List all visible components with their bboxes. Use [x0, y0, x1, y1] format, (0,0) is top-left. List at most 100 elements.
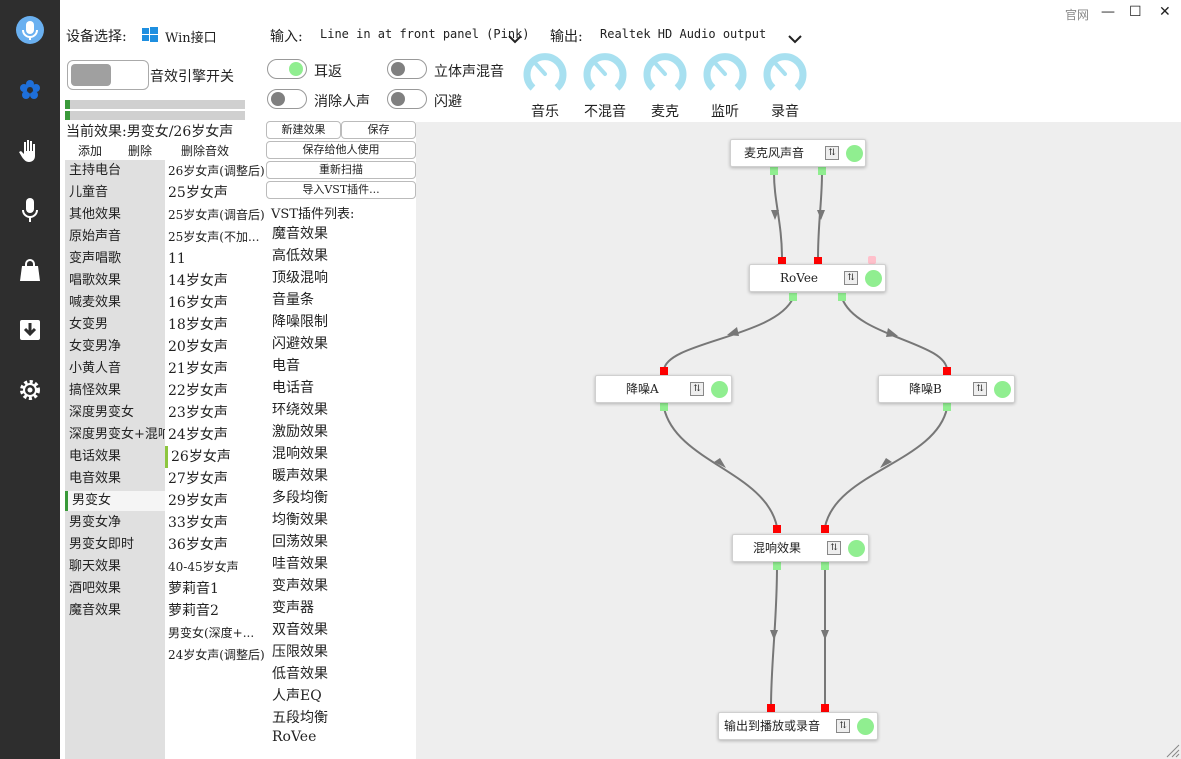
preset-item[interactable]: 25岁女声(调音后) — [168, 208, 265, 222]
preset-item[interactable]: 21岁女声 — [168, 361, 228, 377]
pin-rovee-in-3[interactable] — [868, 256, 876, 264]
preset-item[interactable]: 29岁女声 — [168, 493, 228, 509]
pin-reverb-out-2[interactable] — [821, 562, 829, 570]
node-enabled-indicator[interactable] — [848, 540, 865, 557]
vst-plugin-item[interactable]: 闪避效果 — [272, 336, 328, 352]
volume-knob-1[interactable] — [581, 50, 629, 98]
node-settings-icon[interactable]: ⇅ — [690, 382, 704, 396]
preset-item[interactable]: 22岁女声 — [168, 383, 228, 399]
vst-plugin-item[interactable]: 顶级混响 — [272, 270, 328, 286]
pin-reverb-out-1[interactable] — [773, 562, 781, 570]
category-item[interactable]: 魔音效果 — [65, 601, 165, 621]
vst-plugin-item[interactable]: 人声EQ — [272, 688, 322, 704]
vst-plugin-item[interactable]: 哇音效果 — [272, 556, 328, 572]
category-item[interactable]: 深度男变女 — [65, 403, 165, 423]
category-item[interactable]: 男变女净 — [65, 513, 165, 533]
rescan-button[interactable]: 重新扫描 — [266, 161, 416, 179]
bag-icon[interactable] — [15, 255, 45, 285]
vst-plugin-item[interactable]: 压限效果 — [272, 644, 328, 660]
preset-item[interactable]: 40-45岁女声 — [168, 560, 239, 574]
pin-nra-out[interactable] — [660, 403, 668, 411]
import-vst-button[interactable]: 导入VST插件... — [266, 181, 416, 199]
preset-item[interactable]: 18岁女声 — [168, 317, 228, 333]
node-settings-icon[interactable]: ⇅ — [844, 271, 858, 285]
vst-plugin-item[interactable]: 变声器 — [272, 600, 314, 616]
preset-item[interactable]: 11 — [168, 251, 186, 267]
vst-plugin-item[interactable]: RoVee — [272, 729, 317, 745]
vst-plugin-item[interactable]: 低音效果 — [272, 666, 328, 682]
node-enabled-indicator[interactable] — [711, 381, 728, 398]
category-item[interactable]: 酒吧效果 — [65, 579, 165, 599]
preset-item[interactable]: 20岁女声 — [168, 339, 228, 355]
flower-icon[interactable] — [15, 75, 45, 105]
chevron-down-icon[interactable] — [508, 29, 522, 48]
node-noise-reduction-b[interactable]: 降噪B ⇅ — [878, 375, 1015, 403]
category-item[interactable]: 原始声音 — [65, 227, 165, 247]
category-item[interactable]: 聊天效果 — [65, 557, 165, 577]
official-site-link[interactable]: 官网 — [1065, 8, 1090, 22]
hand-icon[interactable] — [15, 135, 45, 165]
node-mic[interactable]: 麦克风声音 ⇅ — [730, 139, 866, 167]
resize-grip-icon[interactable] — [1164, 742, 1180, 758]
volume-knob-2[interactable] — [641, 50, 689, 98]
mic-icon[interactable] — [15, 195, 45, 225]
driver-select[interactable]: Win接口 — [165, 31, 217, 46]
close-button[interactable]: ✕ — [1159, 4, 1171, 20]
pin-out-in-1[interactable] — [767, 704, 775, 712]
preset-item[interactable]: 36岁女声 — [168, 537, 228, 553]
node-enabled-indicator[interactable] — [865, 270, 882, 287]
maximize-button[interactable]: ☐ — [1129, 4, 1142, 20]
vst-plugin-item[interactable]: 电音 — [272, 358, 300, 374]
volume-knob-3[interactable] — [701, 50, 749, 98]
node-reverb[interactable]: 混响效果 ⇅ — [732, 534, 869, 562]
pin-rovee-out-1[interactable] — [789, 293, 797, 301]
pin-nrb-out[interactable] — [943, 403, 951, 411]
vst-plugin-item[interactable]: 音量条 — [272, 292, 314, 308]
pin-mic-out-2[interactable] — [818, 167, 826, 175]
monitor-toggle[interactable] — [267, 59, 307, 79]
vst-plugin-item[interactable]: 回荡效果 — [272, 534, 328, 550]
new-effect-button[interactable]: 新建效果 — [266, 121, 341, 139]
volume-knob-0[interactable] — [521, 50, 569, 98]
category-item[interactable]: 主持电台 — [65, 161, 165, 181]
vst-plugin-item[interactable]: 多段均衡 — [272, 490, 328, 506]
preset-item[interactable]: 27岁女声 — [168, 471, 228, 487]
pin-nra-in[interactable] — [660, 367, 668, 375]
pin-rovee-out-2[interactable] — [838, 293, 846, 301]
preset-item[interactable]: 26岁女声(调整后) — [168, 164, 265, 178]
chevron-down-icon[interactable] — [788, 29, 802, 48]
vst-plugin-item[interactable]: 双音效果 — [272, 622, 328, 638]
category-item[interactable]: 其他效果 — [65, 205, 165, 225]
preset-item[interactable]: 25岁女声(不加... — [168, 230, 260, 244]
pin-reverb-in-1[interactable] — [773, 525, 781, 533]
node-enabled-indicator[interactable] — [846, 145, 863, 162]
microphone-app-icon[interactable] — [15, 15, 45, 45]
node-settings-icon[interactable]: ⇅ — [827, 541, 841, 555]
node-output[interactable]: 输出到播放或录音 ⇅ — [718, 712, 878, 740]
pin-out-in-2[interactable] — [821, 704, 829, 712]
vst-plugin-item[interactable]: 魔音效果 — [272, 226, 328, 242]
category-item[interactable]: 电话效果 — [65, 447, 165, 467]
node-enabled-indicator[interactable] — [857, 718, 874, 735]
output-select[interactable]: Realtek HD Audio output — [600, 27, 767, 41]
ducking-toggle[interactable] — [387, 89, 427, 109]
node-settings-icon[interactable]: ⇅ — [836, 719, 850, 733]
node-settings-icon[interactable]: ⇅ — [825, 146, 839, 160]
vst-plugin-item[interactable]: 五段均衡 — [272, 710, 328, 726]
preset-item[interactable]: 14岁女声 — [168, 273, 228, 289]
preset-item[interactable]: 33岁女声 — [168, 515, 228, 531]
preset-item[interactable]: 26岁女声 — [165, 446, 265, 468]
preset-item[interactable]: 男变女(深度+... — [168, 626, 255, 640]
category-item[interactable]: 男变女即时 — [65, 535, 165, 555]
vst-plugin-item[interactable]: 高低效果 — [272, 248, 328, 264]
node-rovee[interactable]: RoVee ⇅ — [749, 264, 886, 292]
stereo-mix-toggle[interactable] — [387, 59, 427, 79]
vst-plugin-item[interactable]: 变声效果 — [272, 578, 328, 594]
volume-knob-4[interactable] — [761, 50, 809, 98]
preset-item[interactable]: 萝莉音1 — [168, 581, 219, 597]
category-item[interactable]: 女变男 — [65, 315, 165, 335]
category-item[interactable]: 电音效果 — [65, 469, 165, 489]
vst-plugin-item[interactable]: 环绕效果 — [272, 402, 328, 418]
preset-item[interactable]: 萝莉音2 — [168, 603, 219, 619]
category-item[interactable]: 搞怪效果 — [65, 381, 165, 401]
